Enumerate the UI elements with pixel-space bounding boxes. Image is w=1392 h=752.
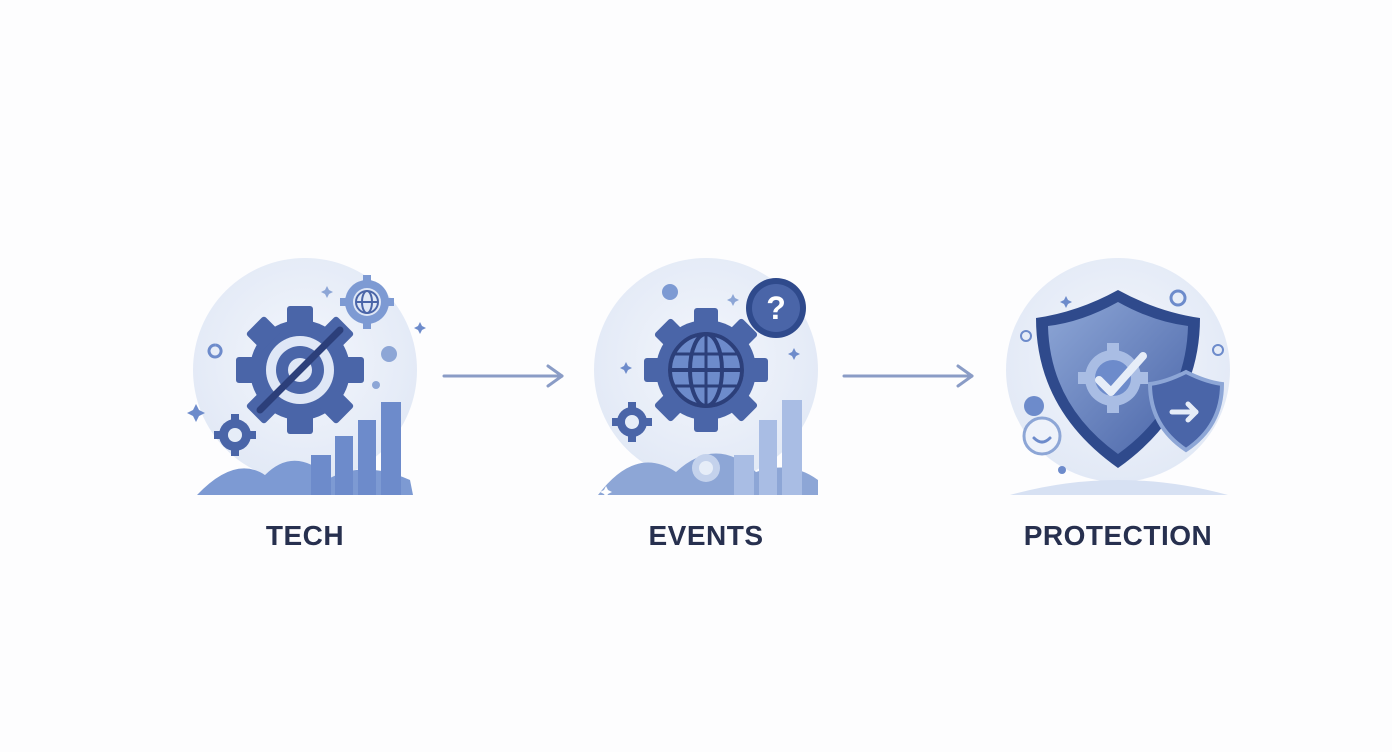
bar-chart-icon — [311, 402, 401, 495]
globe-gear-icon — [340, 275, 394, 329]
bar-chart-icon — [734, 400, 802, 495]
step-label-protection: PROTECTION — [1023, 520, 1213, 551]
sparkle-dot — [1024, 396, 1044, 416]
step-label-tech: TECH — [265, 520, 345, 551]
smiley-icon — [1022, 416, 1062, 456]
small-gear-icon — [692, 454, 720, 482]
arrow-right-icon — [1169, 401, 1199, 423]
globe-question-icon: ? — [594, 258, 818, 498]
ground-shape — [1010, 480, 1228, 495]
hills-shape — [197, 460, 413, 495]
step-label-events: EVENTS — [648, 520, 764, 551]
sparkle-dot — [662, 284, 678, 300]
sparkle-dot — [381, 346, 397, 362]
globe-gear-icon — [644, 308, 768, 432]
arrow-right-icon — [442, 364, 564, 388]
sparkle-ring — [1212, 344, 1224, 356]
sparkle-ring — [207, 343, 223, 359]
sparkle-star — [1060, 296, 1072, 308]
arrow-right-icon — [842, 364, 974, 388]
sparkle-star — [414, 322, 426, 334]
sparkle-ring — [1169, 289, 1187, 307]
sparkle-star — [187, 404, 205, 422]
sparkle-star — [620, 362, 632, 374]
step-protection: PROTECTION — [978, 240, 1258, 570]
gear-check-icon — [1078, 343, 1148, 413]
sparkle-ring — [1020, 330, 1032, 342]
sparkle-star — [600, 486, 612, 498]
sparkle-star — [727, 294, 739, 306]
step-tech: TECH — [165, 240, 445, 570]
sparkle-star — [321, 286, 333, 298]
svg-text:?: ? — [766, 290, 786, 326]
small-gear-icon — [214, 414, 256, 456]
shield-check-icon — [1006, 258, 1230, 495]
gear-icon — [236, 306, 364, 434]
sparkle-star — [788, 348, 800, 360]
sparkle-dot — [1058, 466, 1066, 474]
step-events: ? EVENTS — [566, 240, 846, 570]
sparkle-dot — [372, 381, 380, 389]
small-gear-icon — [612, 402, 652, 442]
gear-globe-chart-icon — [187, 258, 426, 495]
question-icon: ? — [746, 278, 806, 338]
